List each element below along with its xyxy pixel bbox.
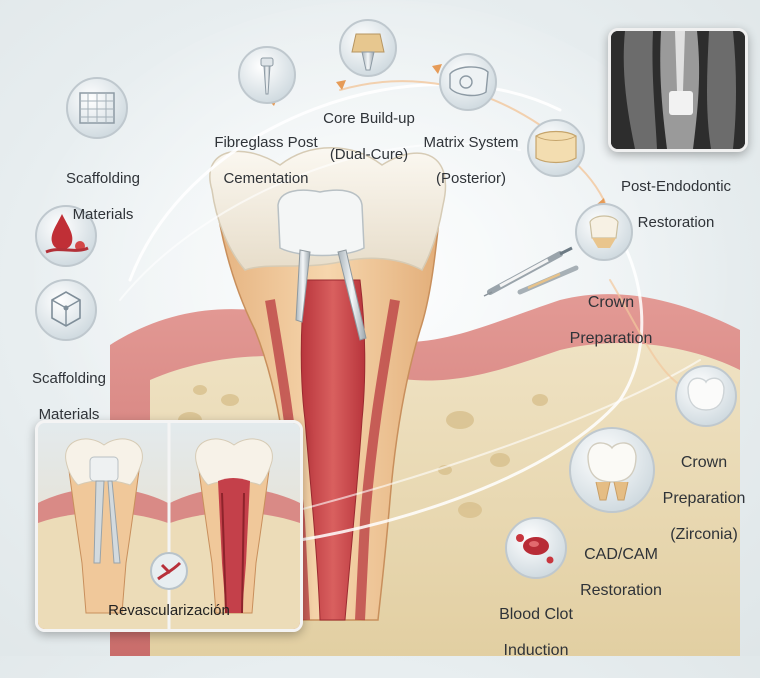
label-line: Materials	[38, 406, 100, 423]
label-line: Matrix System	[423, 134, 519, 151]
label-line: Cementation	[223, 170, 309, 187]
label-line: Scaffolding	[32, 370, 106, 387]
label-line: Restoration	[637, 214, 715, 231]
label-line: Materials	[72, 206, 134, 223]
label-line: (Posterior)	[435, 170, 506, 187]
crown-preparation-label: Crown Preparation	[556, 276, 666, 366]
label-line: Preparation	[662, 490, 746, 507]
label-line: Crown	[680, 454, 728, 471]
composite-block-icon	[527, 119, 585, 177]
label-line: Fibreglass Post	[214, 134, 318, 151]
blood-clot-icon	[505, 517, 567, 579]
revascularization-graphic	[38, 423, 300, 629]
fibreglass-post-icon	[238, 46, 296, 104]
crown-prep-icon	[575, 203, 633, 261]
label-line: Blood Clot	[499, 606, 573, 623]
label-line: Restoration	[580, 582, 662, 599]
label-line: Preparation	[569, 330, 653, 347]
label-line: (Zirconia)	[670, 526, 738, 543]
label-line: CAD/CAM	[584, 546, 658, 563]
scaffolding-materials-label-mid: Scaffolding Materials	[14, 352, 124, 442]
label-line: Core Build-up	[323, 110, 415, 127]
label-line: Post-Endodontic	[620, 178, 732, 195]
core-buildup-icon	[339, 19, 397, 77]
crown-preparation-zirconia-label: Crown Preparation (Zirconia)	[652, 436, 756, 562]
matrix-system-label: Matrix System (Posterior)	[410, 116, 532, 206]
label-line: Scaffolding	[66, 170, 140, 187]
revascularization-label: Revascularización	[108, 602, 230, 619]
xray-image	[608, 28, 748, 152]
blood-drop-icon	[35, 205, 97, 267]
syringe-icon	[483, 246, 579, 297]
cadcam-label: CAD/CAM Restoration	[566, 528, 676, 618]
label-line: Crown	[587, 294, 635, 311]
scaffold-lattice-icon	[35, 279, 97, 341]
zirconia-crown-icon	[675, 365, 737, 427]
core-buildup-label: Core Build-up (Dual-Cure)	[314, 92, 424, 182]
scaffolding-materials-label-top: Scaffolding Materials	[48, 152, 158, 242]
fibreglass-post-label: Fibreglass Post Cementation	[200, 116, 332, 206]
xray-graphic	[611, 31, 745, 149]
label-line: Induction	[503, 642, 569, 659]
label-line: (Dual-Cure)	[329, 146, 409, 163]
scaffold-mesh-icon	[66, 77, 128, 139]
post-endodontic-label: Post-Endodontic Restoration	[610, 160, 742, 250]
blood-clot-label: Blood Clot Induction	[480, 588, 592, 678]
revascularization-inset: Revascularización	[35, 420, 303, 632]
cadcam-tooth-icon	[569, 427, 655, 513]
matrix-band-icon	[439, 53, 497, 111]
